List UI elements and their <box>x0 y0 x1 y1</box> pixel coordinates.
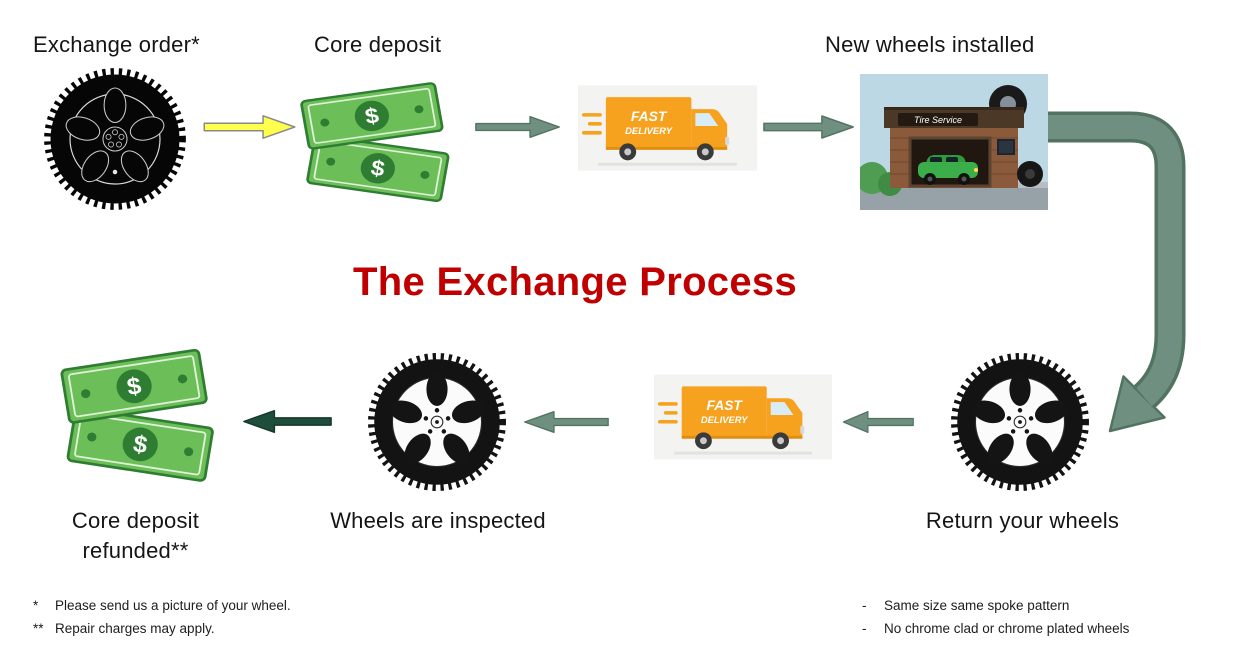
shop-sign-text: Tire Service <box>914 115 962 125</box>
arrow-left-icon <box>842 410 914 434</box>
requirement-spoke-pattern: - Same size same spoke pattern <box>862 594 1129 617</box>
truck-text-delivery: DELIVERY <box>701 414 748 425</box>
label-new-wheels-installed: New wheels installed <box>825 32 1035 57</box>
diagram-title: The Exchange Process <box>353 260 797 304</box>
dollar-bill: $ <box>306 134 450 203</box>
silver-wheel-icon <box>951 353 1089 491</box>
delivery-truck-icon: FAST DELIVERY <box>578 85 757 171</box>
footnote-marker: * <box>33 598 39 613</box>
bullet-dash: - <box>862 598 867 613</box>
arrow-left-icon <box>524 410 609 434</box>
label-wheels-are-inspected: Wheels are inspected <box>330 508 546 533</box>
dollar-sign: $ <box>131 431 149 459</box>
money-icon: $ $ <box>60 348 214 482</box>
black-wheel-icon <box>44 68 186 210</box>
label-return-your-wheels: Return your wheels <box>925 508 1120 533</box>
arrow-left-dark-icon <box>243 409 332 434</box>
footnotes-right: - Same size same spoke pattern - No chro… <box>862 594 1129 640</box>
requirement-text: No chrome clad or chrome plated wheels <box>884 621 1130 636</box>
requirement-no-chrome: - No chrome clad or chrome plated wheels <box>862 617 1129 640</box>
delivery-truck-icon: FAST DELIVERY <box>654 374 832 460</box>
green-car <box>918 155 978 185</box>
tire-service-shop-icon: Tire Service <box>860 74 1048 210</box>
silver-wheel-icon <box>368 353 506 491</box>
truck-text-fast: FAST <box>707 397 744 413</box>
truck-text-delivery: DELIVERY <box>625 126 673 137</box>
arrow-right-yellow-icon <box>203 115 296 139</box>
dollar-sign: $ <box>125 373 143 401</box>
label-exchange-order: Exchange order* <box>33 32 200 57</box>
arrow-right-icon <box>763 115 854 139</box>
footnote-repair-charges: ** Repair charges may apply. <box>33 617 291 640</box>
footnotes-left: * Please send us a picture of your wheel… <box>33 594 291 640</box>
money-icon: $ $ <box>300 82 450 203</box>
label-core-deposit: Core deposit <box>314 32 442 57</box>
dollar-sign: $ <box>363 103 381 129</box>
arrow-right-icon <box>475 115 560 139</box>
bullet-dash: - <box>862 621 867 636</box>
footnote-picture-request: * Please send us a picture of your wheel… <box>33 594 291 617</box>
curved-arrow-down-icon <box>1048 111 1186 433</box>
dollar-bill: $ <box>66 406 214 482</box>
truck-text-fast: FAST <box>631 108 668 124</box>
requirement-text: Same size same spoke pattern <box>884 598 1070 613</box>
dollar-sign: $ <box>369 155 387 181</box>
label-core-deposit-refunded: Core deposit refunded** <box>71 508 200 563</box>
dollar-bill: $ <box>300 82 444 150</box>
dollar-bill: $ <box>60 348 208 424</box>
footnote-text: Repair charges may apply. <box>55 621 215 636</box>
footnote-marker: ** <box>33 621 44 636</box>
footnote-text: Please send us a picture of your wheel. <box>55 598 291 613</box>
